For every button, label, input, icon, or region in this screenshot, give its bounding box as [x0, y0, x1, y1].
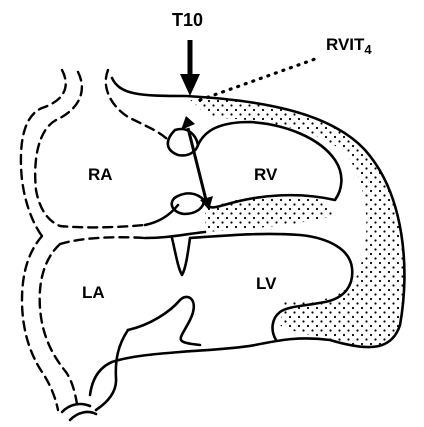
probe-line-2: [70, 412, 96, 420]
svc-dashed: [106, 70, 168, 140]
label-la: LA: [82, 283, 105, 302]
label-t10: T10: [172, 10, 203, 30]
tricuspid-leaflet-lower: [172, 193, 204, 214]
lv-outflow: [128, 297, 200, 345]
atrial-septum: [145, 205, 205, 238]
t10-arrow-head: [180, 74, 200, 96]
label-rvit-subscript: 4: [364, 42, 372, 57]
label-ra: RA: [88, 165, 113, 184]
measurement-arrow-head-top: [181, 116, 195, 130]
septum-stipple: [205, 195, 335, 232]
label-rv: RV: [254, 165, 278, 184]
left-atrium-outer-dashed: [22, 236, 58, 410]
label-rvit-main: RVIT: [326, 35, 365, 54]
label-lv: LV: [256, 274, 277, 293]
right-atrium-inner-dashed: [35, 72, 145, 227]
label-rvit: RVIT4: [326, 35, 372, 57]
mitral-leaflet: [172, 238, 190, 275]
rvit-leader-line: [200, 58, 318, 100]
